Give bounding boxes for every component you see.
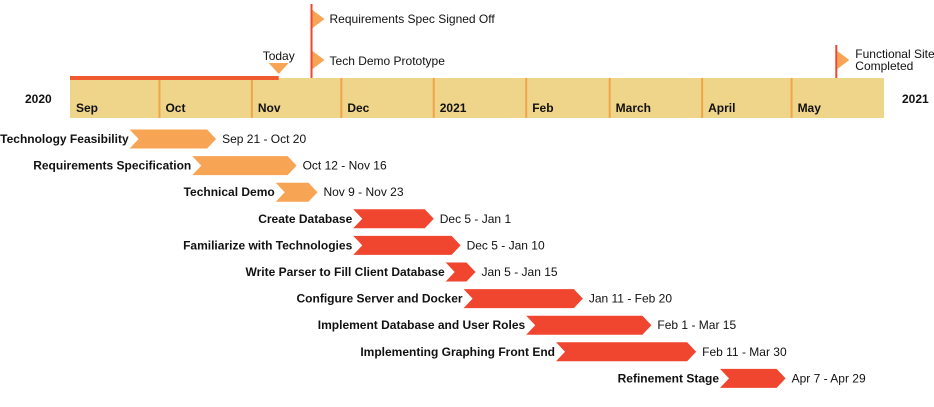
year-start-label: 2020 xyxy=(25,92,52,106)
task-name-label: Familiarize with Technologies xyxy=(183,238,352,252)
task-layer: Technology Feasibility Sep 21 - Oct 20 Req… xyxy=(0,129,866,388)
milestone-flag xyxy=(312,51,325,69)
today-marker xyxy=(268,63,289,74)
task-bar xyxy=(353,235,461,255)
task-bar xyxy=(192,156,297,176)
task-date-label: Sep 21 - Oct 20 xyxy=(222,132,306,146)
task-bar xyxy=(526,315,652,335)
month-label: April xyxy=(708,101,735,115)
task-date-label: Feb 11 - Mar 30 xyxy=(702,345,787,359)
task-bar xyxy=(129,129,217,149)
task-bar xyxy=(720,368,786,388)
timeline-band xyxy=(70,78,884,118)
month-label: Feb xyxy=(532,101,553,115)
task-name-label: Implementing Graphing Front End xyxy=(360,345,555,359)
task-name-label: Implement Database and User Roles xyxy=(318,318,526,332)
task-date-label: Nov 9 - Nov 23 xyxy=(323,185,403,199)
month-label: 2021 xyxy=(440,101,467,115)
task-bar xyxy=(353,209,434,229)
task-date-label: Jan 5 - Jan 15 xyxy=(482,265,558,279)
task-name-label: Write Parser to Fill Client Database xyxy=(246,265,445,279)
task-bar xyxy=(556,342,697,362)
milestone-label: Tech Demo Prototype xyxy=(330,54,446,68)
month-label: Sep xyxy=(76,101,98,115)
task-name-label: Technology Feasibility xyxy=(0,132,129,146)
task-date-label: Feb 1 - Mar 15 xyxy=(657,318,736,332)
task-date-label: Dec 5 - Jan 1 xyxy=(440,212,512,226)
task-name-label: Requirements Specification xyxy=(33,159,191,173)
today-label: Today xyxy=(263,49,295,63)
month-label: March xyxy=(616,101,651,115)
task-date-label: Apr 7 - Apr 29 xyxy=(792,371,866,385)
task-bar xyxy=(463,289,583,309)
task-date-label: Dec 5 - Jan 10 xyxy=(467,238,545,252)
month-label: May xyxy=(798,101,822,115)
month-label: Dec xyxy=(347,101,369,115)
task-bar xyxy=(275,182,318,202)
milestone-label: Requirements Spec Signed Off xyxy=(330,12,496,26)
month-label: Oct xyxy=(165,101,185,115)
task-date-label: Jan 11 - Feb 20 xyxy=(589,292,672,306)
month-label: Nov xyxy=(258,101,281,115)
task-bar xyxy=(445,262,476,282)
task-date-label: Oct 12 - Nov 16 xyxy=(303,159,387,173)
milestone-flag xyxy=(312,10,325,28)
year-end-label: 2021 xyxy=(902,92,929,106)
task-name-label: Create Database xyxy=(258,212,352,226)
task-name-label: Refinement Stage xyxy=(618,371,720,385)
milestone-flag xyxy=(837,51,850,69)
progress-line xyxy=(70,76,279,80)
task-name-label: Configure Server and Docker xyxy=(297,292,463,306)
task-name-label: Technical Demo xyxy=(184,185,275,199)
